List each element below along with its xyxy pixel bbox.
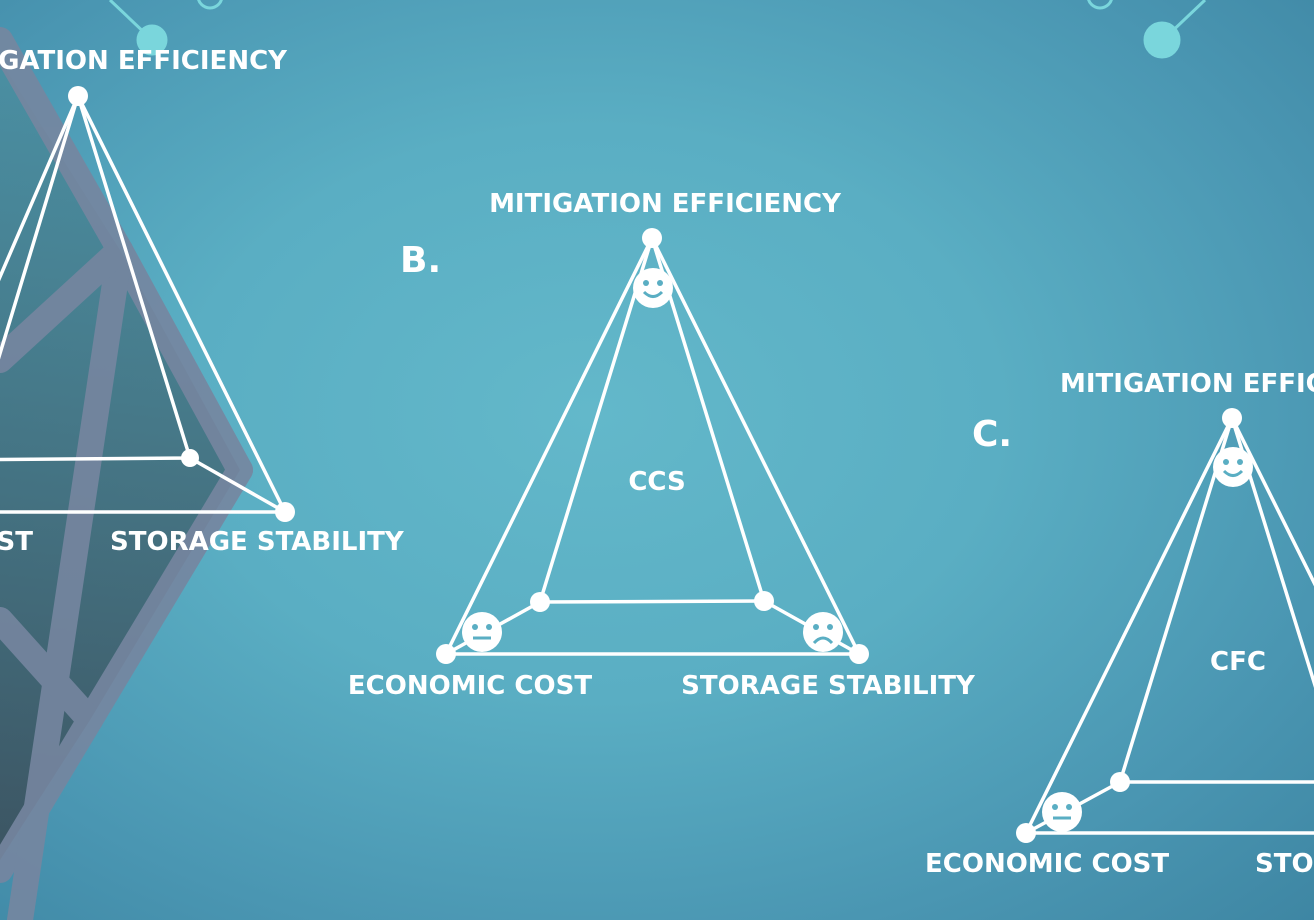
neutral-face-icon [462, 612, 502, 652]
axis-label-storage-stability: STORAGE STABILITY [681, 671, 976, 701]
backdrop-crystal-shape [0, 27, 253, 920]
axis-label-economic-cost: ECONOMIC COST [0, 527, 33, 557]
axis-label-mitigation-efficiency: MITIGATION EFFICIENCY [1060, 369, 1314, 399]
happy-face-icon [1213, 447, 1253, 487]
panel-b: B. MITIGATION EFFICIENCY CCS ECONOMIC CO… [348, 189, 976, 701]
happy-face-icon [633, 268, 673, 308]
panel-label: B. [400, 240, 441, 281]
center-label: CFC [1210, 647, 1266, 677]
axis-label-storage-stability: STORAGE STABILITY [110, 527, 405, 557]
vertex-dot [275, 502, 295, 522]
decorative-network-nodes [108, 0, 1207, 59]
panel-a: MITIGATION EFFICIENCY ECONOMIC COST STOR… [0, 46, 405, 557]
axis-label-storage-stability: STORAGE STABILITY [1255, 849, 1314, 879]
neutral-face-icon [1042, 792, 1082, 832]
axis-label-economic-cost: ECONOMIC COST [925, 849, 1169, 879]
panel-label: C. [972, 414, 1012, 455]
axis-label-economic-cost: ECONOMIC COST [348, 671, 592, 701]
axis-label-mitigation-efficiency: MITIGATION EFFICIENCY [0, 46, 288, 76]
center-label: CCS [628, 467, 685, 497]
panel-c: C. MITIGATION EFFICIENCY CFC ECONOMIC CO… [925, 369, 1314, 879]
vertex-dot [68, 86, 88, 106]
sad-face-icon [803, 612, 843, 652]
vertex-dot [181, 449, 199, 467]
axis-label-mitigation-efficiency: MITIGATION EFFICIENCY [489, 189, 842, 219]
